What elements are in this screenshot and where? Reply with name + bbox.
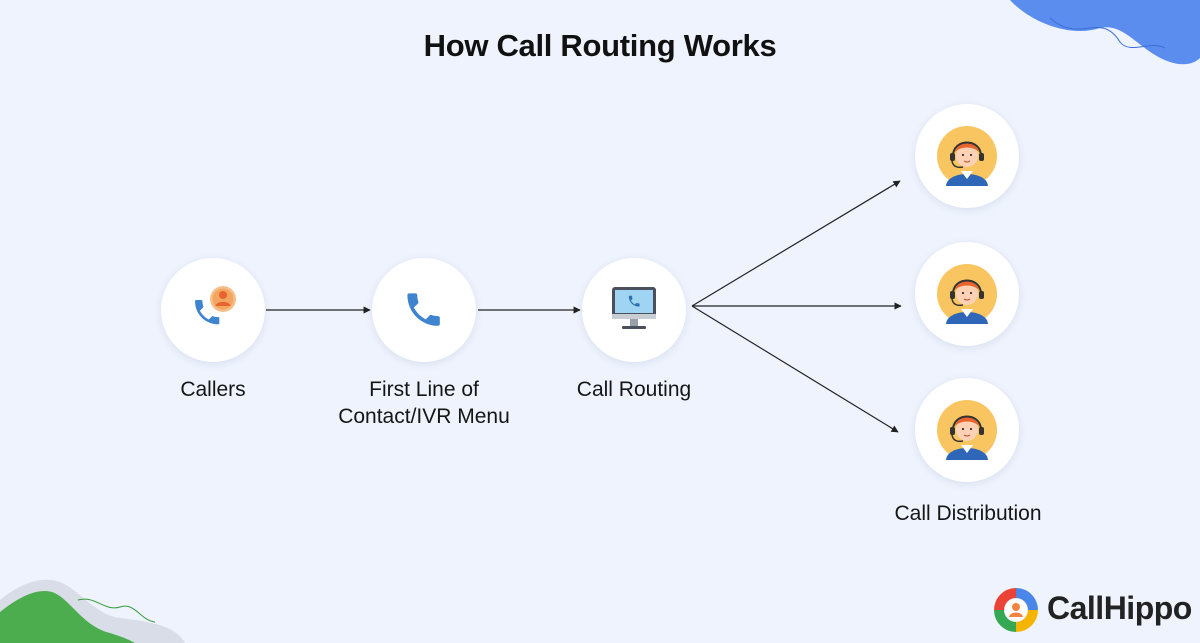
callers-label: Callers: [180, 378, 246, 401]
arrow-routing-to-agent-3: [691, 305, 899, 433]
brand-name: CallHippo: [1047, 590, 1192, 626]
ivr-label-line-1: First Line of: [369, 378, 479, 401]
call-distribution-label: Call Distribution: [894, 502, 1042, 525]
ivr-label: First Line of Contact/IVR Menu: [314, 376, 534, 430]
agent-node-3: [915, 378, 1019, 482]
callhippo-logo-mark: [994, 588, 1038, 632]
caller-icon: [195, 286, 236, 325]
call-routing-label: Call Routing: [576, 378, 692, 401]
agent-node-2: [915, 242, 1019, 346]
agent-icon: [937, 126, 997, 186]
monitor-icon: [612, 287, 656, 329]
phone-icon: [407, 293, 440, 326]
arrow-routing-to-agent-1: [691, 180, 901, 307]
callhippo-logo: CallHippo: [990, 584, 1200, 634]
agent-icon: [937, 264, 997, 324]
call-routing-node: [582, 258, 686, 362]
agent-icon: [937, 400, 997, 460]
ivr-node: [372, 258, 476, 362]
ivr-label-line-2: Contact/IVR Menu: [338, 405, 510, 428]
callers-node: [161, 258, 265, 362]
page-title: How Call Routing Works: [423, 28, 777, 63]
agent-node-1: [915, 104, 1019, 208]
